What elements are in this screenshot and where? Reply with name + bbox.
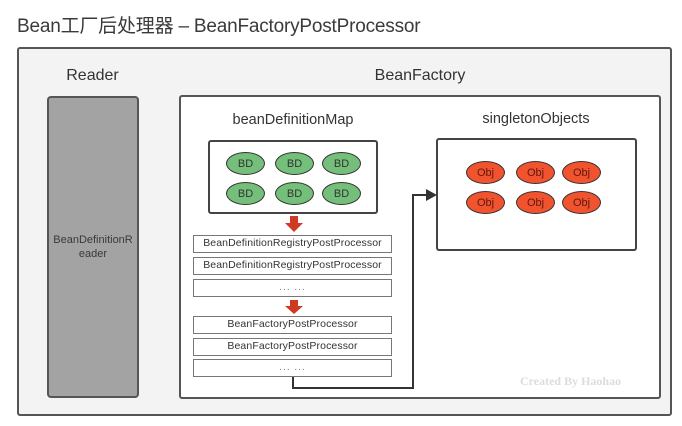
singleton-object-node: Obj bbox=[516, 161, 555, 184]
registry-post-processor-box: BeanDefinitionRegistryPostProcessor bbox=[193, 235, 392, 253]
factory-post-processor-box: BeanFactoryPostProcessor bbox=[193, 316, 392, 334]
singleton-objects-label: singletonObjects bbox=[482, 111, 590, 127]
bean-factory-label: BeanFactory bbox=[374, 67, 466, 84]
bean-definition-node: BD bbox=[226, 152, 265, 175]
watermark: Created By Haohao bbox=[520, 374, 622, 388]
bean-definition-node: BD bbox=[275, 182, 314, 205]
singleton-object-node: Obj bbox=[562, 161, 601, 184]
bean-definition-reader-box: BeanDefinitionReader bbox=[47, 96, 139, 398]
registry-post-processor-ellipsis: ... ... bbox=[193, 279, 392, 297]
bean-definition-node: BD bbox=[275, 152, 314, 175]
diagram-title: Bean工厂后处理器 – BeanFactoryPostProcessor bbox=[17, 16, 421, 37]
singleton-object-node: Obj bbox=[466, 161, 505, 184]
bean-definition-node: BD bbox=[322, 182, 361, 205]
bean-definition-map-label: beanDefinitionMap bbox=[232, 112, 354, 128]
bean-definition-node: BD bbox=[226, 182, 265, 205]
registry-post-processor-box: BeanDefinitionRegistryPostProcessor bbox=[193, 257, 392, 275]
reader-label: Reader bbox=[66, 67, 119, 84]
bean-definition-reader-label: BeanDefinitionReader bbox=[53, 234, 133, 260]
factory-post-processor-ellipsis: ... ... bbox=[193, 359, 392, 377]
singleton-object-node: Obj bbox=[516, 191, 555, 214]
singleton-object-node: Obj bbox=[562, 191, 601, 214]
factory-post-processor-box: BeanFactoryPostProcessor bbox=[193, 338, 392, 356]
singleton-object-node: Obj bbox=[466, 191, 505, 214]
bean-definition-node: BD bbox=[322, 152, 361, 175]
